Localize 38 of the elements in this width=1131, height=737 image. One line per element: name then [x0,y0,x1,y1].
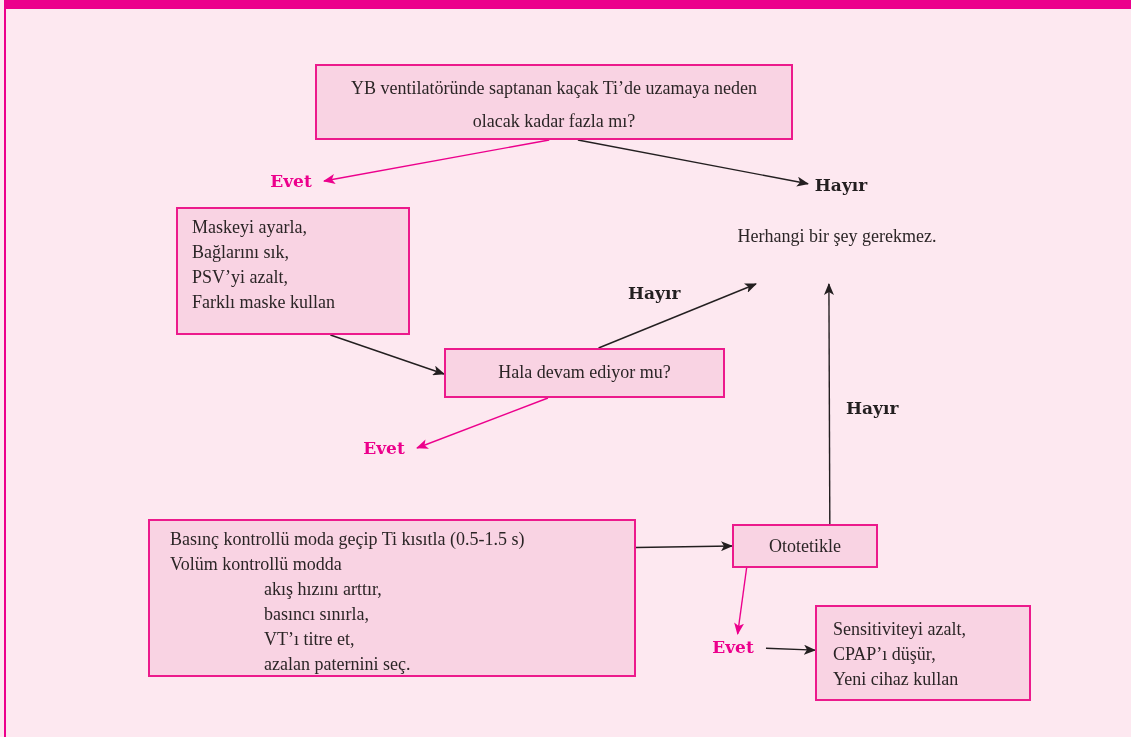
process-box [315,64,793,140]
box-text: Ototetikle [768,535,842,558]
box-text: Bağlarını sık, [192,241,290,264]
answer-label: Hayır [808,172,874,198]
box-text: azalan paternini seç. [263,653,412,676]
edge-label: Hayır [628,283,681,303]
box-text: CPAP’ı düşür, [833,643,937,666]
box-text: basıncı sınırla, [263,603,370,626]
process-box [815,605,1031,701]
answer-label: Evet [351,435,417,461]
process-box [732,524,878,568]
arrow [329,334,445,376]
arrow [416,397,549,449]
edge-label: Hayır [846,398,899,418]
process-box [176,207,410,335]
arrow [635,541,733,552]
box-text: akış hızını arttır, [263,578,383,601]
arrow [823,283,834,525]
box-text: Hala devam ediyor mu? [497,361,672,384]
box-text: Farklı maske kullan [192,291,336,314]
box-text: VT’ı titre et, [263,628,356,651]
box-text: Maskeyi ayarla, [192,216,308,239]
box-text: Sensitiviteyi azalt, [833,618,967,641]
process-box [444,348,725,398]
result-text: Herhangi bir şey gerekmez. [702,222,972,284]
arrow [765,644,816,655]
box-text: PSV’yi azalt, [192,266,289,289]
box-text: YB ventilatöründe saptanan kaçak Ti’de uzamaya neden olacak kadar fazla mı? [350,77,758,133]
arrow [734,567,748,635]
box-text: Yeni cihaz kullan [833,668,960,691]
answer-label: Evet [700,634,766,660]
process-box [148,519,636,677]
box-text: Basınç kontrollü moda geçip Ti kısıtla (0.5-1.5 s) [170,528,526,551]
box-text: Volüm kontrollü modda [170,553,343,576]
arrow [597,283,757,349]
arrow [323,139,550,184]
answer-label: Evet [258,168,324,194]
arrow [577,139,809,187]
